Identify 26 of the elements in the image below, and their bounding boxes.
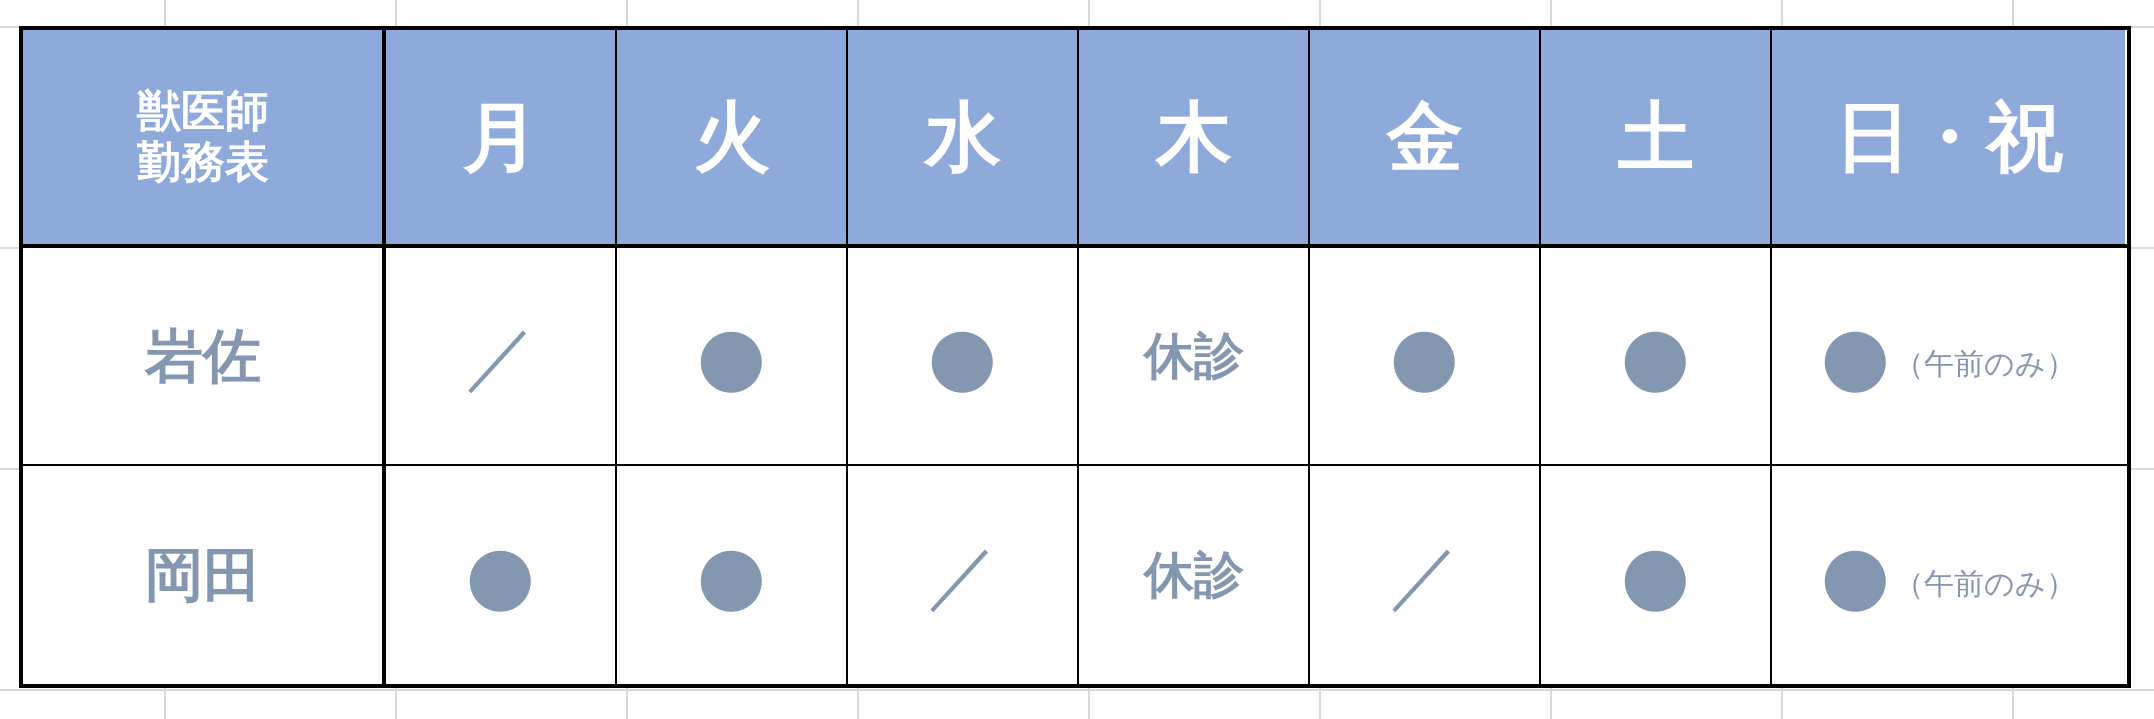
note-text: （午前のみ） xyxy=(1894,565,2077,603)
closed-text: 休診 xyxy=(1143,325,1244,387)
dot-mark: ● xyxy=(696,535,767,615)
dot-mark: ● xyxy=(465,535,536,615)
dot-mark: ● xyxy=(1820,316,1891,396)
header-cell: 金 xyxy=(1310,30,1541,244)
note-text: （午前のみ） xyxy=(1894,345,2077,383)
dot-mark: ● xyxy=(1620,535,1691,615)
dot-mark: ● xyxy=(696,316,767,396)
slash-mark: ／ xyxy=(1388,532,1461,619)
slash-mark: ／ xyxy=(464,313,537,400)
slash-mark: ／ xyxy=(926,532,999,619)
closed-text: 休診 xyxy=(1143,544,1244,606)
header-cell: 土 xyxy=(1541,30,1772,244)
dot-mark: ● xyxy=(1389,316,1460,396)
header-cell: 獣医師勤務表 xyxy=(23,30,386,244)
header-cell: 水 xyxy=(848,30,1079,244)
header-cell: 火 xyxy=(617,30,848,244)
dot-mark: ● xyxy=(927,316,998,396)
header-cell: 月 xyxy=(386,30,617,244)
header-cell: 木 xyxy=(1079,30,1310,244)
dot-mark: ● xyxy=(1620,316,1691,396)
doctor-name: 岩佐 xyxy=(144,320,261,392)
dot-mark: ● xyxy=(1820,535,1891,615)
header-cell: 日・祝 xyxy=(1772,30,2125,244)
doctor-name: 岡田 xyxy=(144,539,261,611)
